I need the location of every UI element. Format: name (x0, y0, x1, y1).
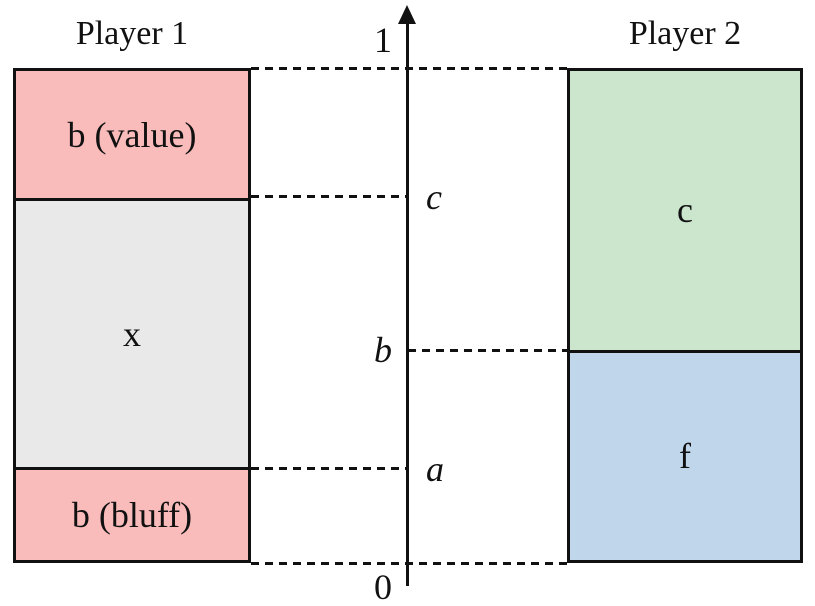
player1-region-b-value-label: b (value) (67, 114, 197, 155)
axis-line (406, 14, 409, 586)
dashed-connector-top (251, 66, 567, 70)
player2-region-fold: f (570, 349, 800, 560)
player2-region-call: c (570, 71, 800, 350)
player2-title: Player 2 (628, 15, 742, 52)
player2-column: c f (567, 68, 803, 563)
dashed-connector-c (251, 195, 408, 199)
player2-region-call-label: c (677, 190, 693, 231)
player1-region-b-value: b (value) (16, 71, 248, 199)
dashed-connector-b (408, 348, 567, 352)
axis-tick-a: a (426, 448, 444, 489)
dashed-connector-a (251, 467, 408, 471)
player2-region-fold-label: f (679, 436, 691, 477)
axis-tick-0: 0 (374, 567, 392, 606)
player1-title: Player 1 (75, 15, 189, 52)
player1-column: b (value) x b (bluff) (13, 68, 251, 563)
player1-region-b-bluff-label: b (bluff) (71, 495, 193, 536)
dashed-connector-bottom (251, 561, 567, 565)
axis-tick-1: 1 (374, 20, 392, 60)
axis-tick-c: c (426, 176, 442, 217)
player1-region-b-bluff: b (bluff) (16, 467, 248, 560)
player1-region-x-label: x (123, 314, 141, 355)
axis-arrowhead-icon (398, 5, 416, 24)
player1-region-x: x (16, 198, 248, 468)
axis-tick-b: b (374, 330, 392, 371)
